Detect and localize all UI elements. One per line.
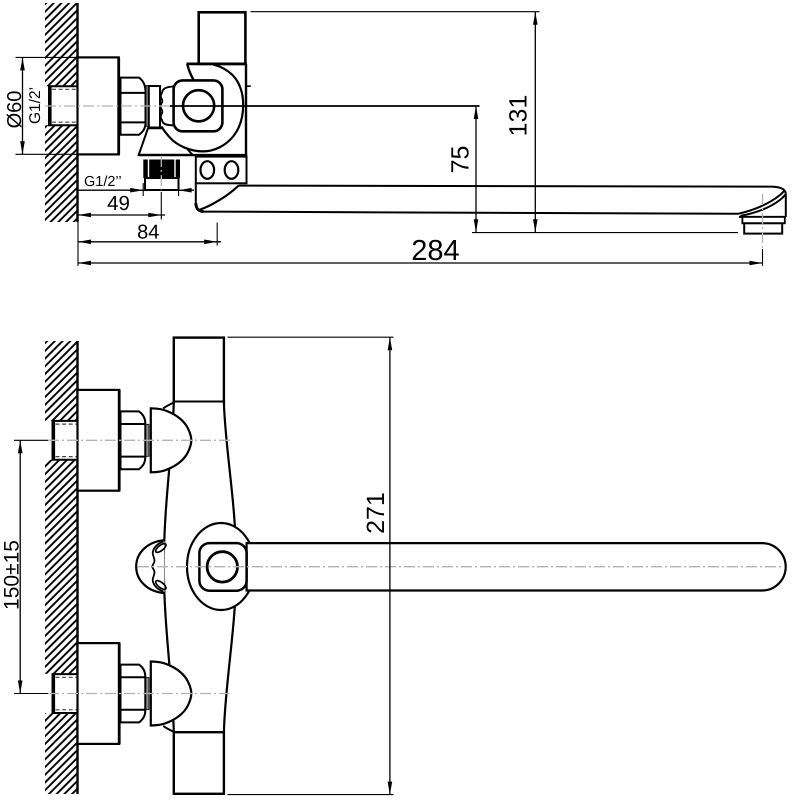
svg-text:150±15: 150±15 [1, 540, 24, 610]
svg-text:75: 75 [447, 146, 475, 174]
svg-text:131: 131 [505, 95, 533, 137]
svg-text:G1/2’’: G1/2’’ [84, 174, 122, 190]
svg-text:49: 49 [107, 192, 130, 215]
svg-text:284: 284 [411, 235, 459, 267]
svg-text:G1/2’: G1/2’ [27, 87, 44, 124]
svg-text:Ø60: Ø60 [4, 91, 26, 129]
svg-text:271: 271 [362, 492, 390, 534]
svg-text:84: 84 [137, 222, 159, 244]
